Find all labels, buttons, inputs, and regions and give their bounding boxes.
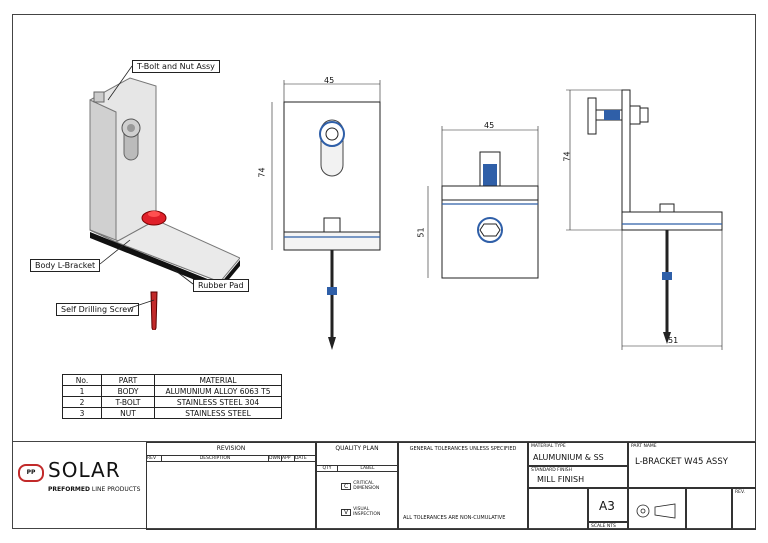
projection-icon (636, 503, 676, 519)
material-label: MATERIAL TYPE (531, 444, 566, 449)
header-no: No. (62, 374, 102, 386)
cell-no: 1 (62, 385, 102, 397)
table-row: 1 BODY ALUMUNIUM ALLOY 6063 T5 (62, 385, 282, 397)
header-part: PART (101, 374, 155, 386)
front-view (271, 80, 381, 350)
rev-col-app: APP (282, 456, 295, 461)
quality-col-qty: QTY (317, 466, 338, 471)
dim-side-base: 51 (668, 336, 679, 345)
quality-col-label: LABEL (360, 466, 375, 471)
dim-front-height: 74 (257, 167, 267, 178)
header-material: MATERIAL (154, 374, 282, 386)
top-view (427, 126, 539, 279)
cell-no: 3 (62, 407, 102, 419)
part-label: PART NAME (631, 444, 657, 449)
sheet-size: A3 (599, 499, 615, 513)
dim-top-depth: 51 (416, 227, 426, 238)
rev-col-rev: REV (147, 456, 162, 461)
parts-table: No. PART MATERIAL 1 BODY ALUMUNIUM ALLOY… (62, 374, 282, 419)
table-row: 2 T-BOLT STAINLESS STEEL 304 (62, 396, 282, 408)
quality-mark: V (341, 508, 352, 516)
quality-headers: QTY LABEL (317, 465, 397, 472)
rev-col-dwn: DWN (269, 456, 282, 461)
title-block: PP SOLAR PREFORMED LINE PRODUCTS REVISIO… (12, 441, 756, 530)
callout-body: Body L-Bracket (30, 259, 101, 272)
parts-table-header: No. PART MATERIAL (62, 374, 282, 386)
dim-front-width: 45 (324, 76, 335, 85)
finish-value: MILL FINISH (537, 475, 585, 484)
logo: PP SOLAR PREFORMED LINE PRODUCTS (12, 458, 146, 498)
dim-top-width: 45 (484, 121, 495, 130)
callout-leaders (99, 65, 194, 309)
cell-part: NUT (101, 407, 155, 419)
rev-col-date: DATE (295, 456, 307, 461)
callout-tbolt: T-Bolt and Nut Assy (132, 60, 220, 73)
drawing-sheet (12, 14, 756, 529)
pp-logo-icon: PP (18, 464, 44, 482)
finish-label: STANDARD FINISH (531, 468, 573, 473)
tolerance-title: GENERAL TOLERANCES UNLESS SPECIFIED (409, 446, 517, 452)
revision-title: REVISION (216, 445, 246, 452)
quality-item: C CRITICAL DIMENSION (341, 481, 393, 491)
quality-mark: C (341, 482, 352, 490)
rev-col-desc: DESCRIPTION (162, 456, 269, 461)
scale-label: SCALE NTS (591, 524, 616, 529)
rev-label: REV. (735, 490, 745, 495)
material-value: ALUMUNIUM & SS (533, 453, 604, 462)
quality-text: CRITICAL DIMENSION (353, 481, 380, 491)
rev-cell: REV. (732, 488, 756, 530)
quality-title: QUALITY PLAN (335, 445, 379, 452)
side-view (566, 89, 723, 350)
revision-headers: REV DESCRIPTION DWN APP DATE (147, 455, 315, 462)
callout-screw: Self Drilling Screw (56, 303, 139, 316)
cell-part: BODY (101, 385, 155, 397)
cell-no: 2 (62, 396, 102, 408)
sheet-size-cell: A3 (588, 488, 628, 522)
revision-block: REVISION REV DESCRIPTION DWN APP DATE (146, 442, 316, 530)
callout-pad: Rubber Pad (193, 279, 249, 292)
cell-material: STAINLESS STEEL (154, 407, 282, 419)
projection-cell (628, 488, 686, 530)
material-cell: MATERIAL TYPE ALUMUNIUM & SS (528, 442, 628, 466)
logo-text: SOLAR (48, 458, 121, 482)
part-name-cell: PART NAME L-BRACKET W45 ASSY (628, 442, 756, 488)
iso-view (89, 77, 240, 330)
dim-side-height: 74 (562, 151, 572, 162)
tolerance-block: GENERAL TOLERANCES UNLESS SPECIFIED ALL … (398, 442, 528, 530)
cell-material: STAINLESS STEEL 304 (154, 396, 282, 408)
part-name: L-BRACKET W45 ASSY (635, 457, 728, 467)
scale-cell: SCALE NTS (588, 522, 628, 530)
quality-plan: QUALITY PLAN QTY LABEL C CRITICAL DIMENS… (316, 442, 398, 530)
cell-part: T-BOLT (101, 396, 155, 408)
cell-material: ALUMUNIUM ALLOY 6063 T5 (154, 385, 282, 397)
logo-sub: PREFORMED LINE PRODUCTS (48, 486, 140, 493)
quality-item: V VISUAL INSPECTION (341, 507, 393, 517)
tolerance-footer: ALL TOLERANCES ARE NON-CUMULATIVE (403, 515, 506, 521)
logo-sub-bold: PREFORMED (48, 486, 90, 493)
finish-cell: STANDARD FINISH MILL FINISH (528, 466, 628, 488)
logo-sub-rest: LINE PRODUCTS (91, 486, 141, 493)
quality-text: VISUAL INSPECTION (353, 507, 381, 517)
approvals-cell (528, 488, 588, 530)
table-row: 3 NUT STAINLESS STEEL (62, 407, 282, 419)
drawing-number-cell (686, 488, 732, 530)
